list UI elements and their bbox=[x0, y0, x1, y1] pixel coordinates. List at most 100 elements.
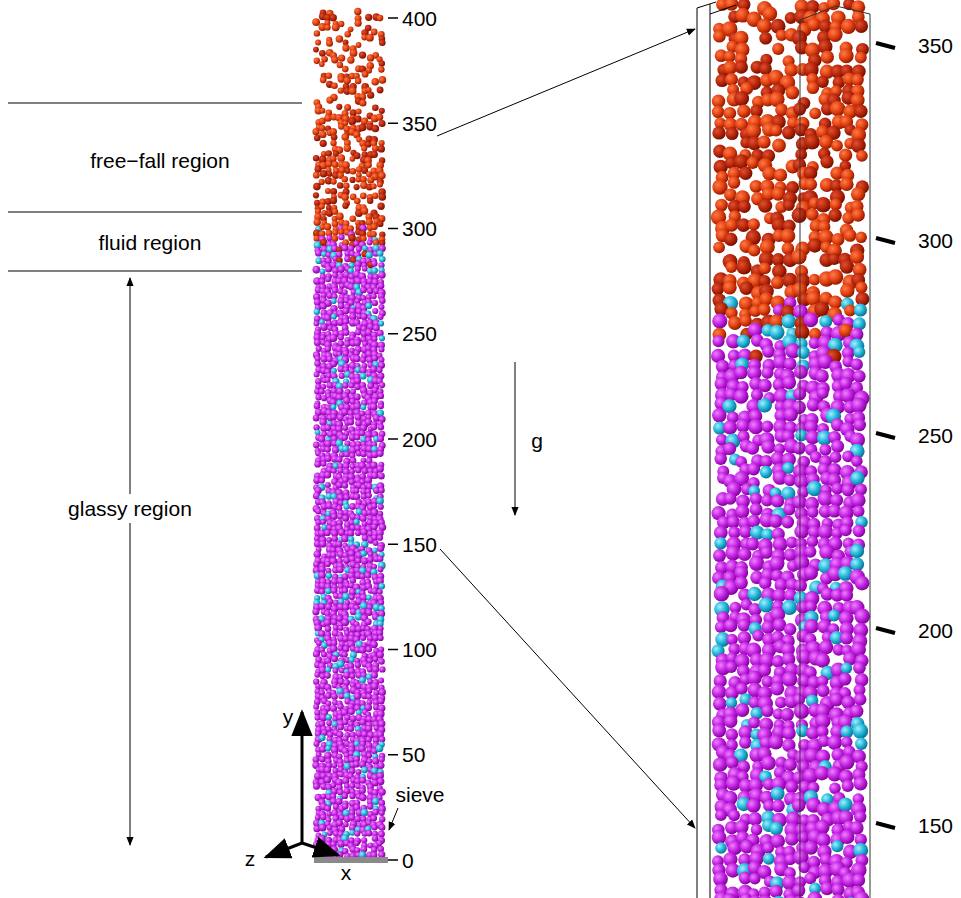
particle bbox=[855, 232, 867, 244]
particle bbox=[856, 150, 868, 162]
particle bbox=[331, 782, 337, 788]
particle bbox=[367, 176, 374, 183]
particle bbox=[367, 54, 374, 61]
particle bbox=[376, 114, 383, 121]
particle bbox=[348, 708, 355, 715]
particle bbox=[378, 635, 384, 641]
particle bbox=[851, 187, 865, 201]
particle bbox=[354, 184, 360, 190]
particle bbox=[758, 135, 771, 148]
particle bbox=[342, 44, 349, 51]
particle bbox=[378, 282, 385, 289]
particle bbox=[359, 787, 366, 794]
particle bbox=[315, 249, 322, 256]
particle bbox=[337, 566, 344, 573]
particle bbox=[332, 536, 338, 542]
particle bbox=[772, 43, 784, 55]
particle bbox=[349, 594, 355, 600]
particle bbox=[379, 824, 386, 831]
particle bbox=[372, 809, 379, 816]
particle bbox=[356, 769, 362, 775]
particle bbox=[331, 314, 337, 320]
particle bbox=[324, 672, 331, 679]
particle bbox=[350, 156, 356, 162]
particle bbox=[757, 19, 772, 34]
particle bbox=[324, 446, 331, 453]
particle bbox=[378, 314, 384, 320]
particle bbox=[315, 394, 321, 400]
particle bbox=[319, 50, 326, 57]
particle bbox=[314, 309, 320, 315]
particle bbox=[354, 355, 361, 362]
particle bbox=[728, 316, 742, 330]
particle bbox=[746, 123, 761, 138]
particle bbox=[371, 223, 378, 230]
particle bbox=[371, 293, 377, 299]
particle bbox=[319, 824, 327, 832]
particle bbox=[342, 482, 348, 488]
particle bbox=[359, 677, 366, 684]
particle bbox=[349, 657, 355, 663]
particle bbox=[365, 302, 372, 309]
particle bbox=[324, 24, 330, 30]
particle bbox=[726, 261, 738, 273]
particle bbox=[377, 181, 383, 187]
particle bbox=[360, 287, 367, 294]
particle bbox=[371, 78, 379, 86]
particle bbox=[371, 231, 377, 237]
particle bbox=[353, 493, 360, 500]
particle bbox=[324, 776, 331, 783]
particle bbox=[378, 271, 385, 278]
particle bbox=[372, 193, 378, 199]
particle bbox=[355, 530, 361, 536]
particle bbox=[354, 840, 360, 846]
particle bbox=[362, 71, 369, 78]
particle bbox=[379, 76, 387, 84]
particle bbox=[379, 40, 386, 47]
particle bbox=[342, 803, 349, 810]
particle bbox=[734, 91, 749, 106]
particle bbox=[378, 66, 384, 72]
particle bbox=[330, 140, 336, 146]
particle bbox=[320, 76, 327, 83]
particle bbox=[347, 56, 354, 63]
particle bbox=[855, 19, 869, 33]
particle bbox=[377, 535, 383, 541]
particle bbox=[379, 304, 385, 310]
particle bbox=[366, 609, 373, 616]
particle bbox=[370, 641, 377, 648]
particle bbox=[344, 31, 351, 38]
particle bbox=[839, 48, 854, 63]
particle bbox=[324, 314, 332, 322]
particle bbox=[326, 714, 332, 720]
particle bbox=[821, 50, 834, 63]
particle bbox=[348, 726, 355, 733]
particle bbox=[314, 372, 320, 378]
particle bbox=[378, 583, 385, 590]
particle bbox=[372, 387, 378, 393]
particle bbox=[324, 471, 331, 478]
particle bbox=[343, 329, 350, 336]
particle bbox=[804, 134, 820, 150]
particle bbox=[343, 318, 350, 325]
particle bbox=[360, 192, 367, 199]
particle bbox=[770, 124, 782, 136]
particle bbox=[355, 662, 362, 669]
particle bbox=[331, 298, 337, 304]
particle bbox=[725, 0, 739, 11]
particle bbox=[312, 18, 320, 26]
particle bbox=[371, 424, 378, 431]
particle bbox=[726, 127, 739, 140]
particle bbox=[342, 435, 348, 441]
particle bbox=[342, 604, 349, 611]
particle bbox=[314, 551, 322, 559]
particle bbox=[377, 465, 384, 472]
particle bbox=[350, 49, 358, 57]
particle bbox=[361, 809, 369, 817]
particle bbox=[724, 232, 738, 246]
particle bbox=[366, 646, 373, 653]
particle bbox=[341, 535, 349, 543]
particle bbox=[319, 734, 326, 741]
particle bbox=[332, 23, 340, 31]
particle bbox=[360, 404, 366, 410]
